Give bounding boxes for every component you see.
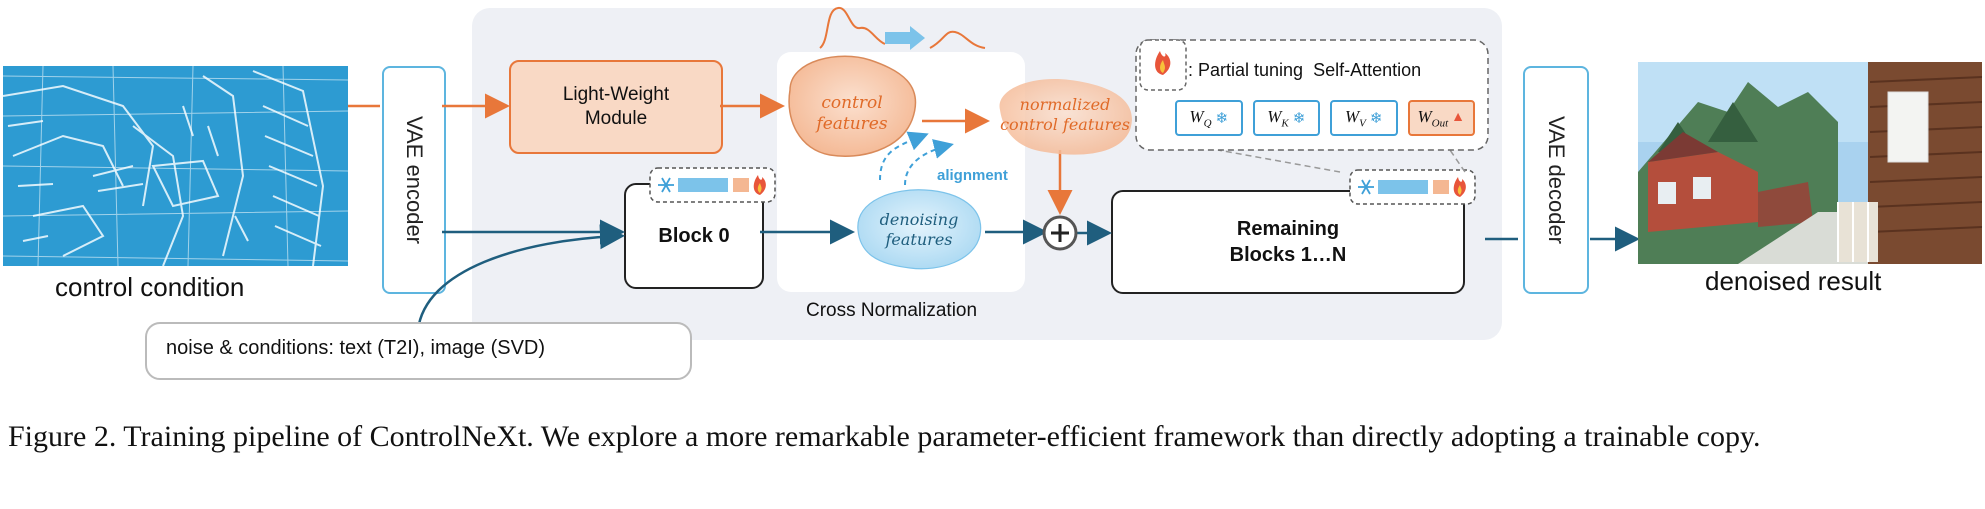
fire-icon [1453,177,1466,197]
legend-label: : Partial tuning Self-Attention [1188,60,1422,80]
control-features-blob [788,55,917,157]
weight-k-sub: K [1281,117,1289,130]
denoised-result-label: denoised result [1705,266,1882,296]
weight-box-q: WQ ❄ [1175,100,1243,136]
snowflake-icon: ❄ [1292,110,1306,127]
control-condition-image [3,66,348,266]
weight-q-main: W [1189,106,1204,126]
normalized-features-line1: normalized [1019,95,1111,114]
control-features-line2: features [816,114,888,134]
denoising-features-label: denoising features [858,210,980,250]
fire-icon [1155,51,1171,75]
weight-k-main: W [1267,106,1282,126]
normalized-features-label: normalized control features [985,95,1145,135]
fire-icon: ▲ [1451,110,1466,125]
remaining-blocks-line1: Remaining [1236,218,1340,240]
cross-normalization-label: Cross Normalization [806,300,978,321]
vae-decoder-label: VAE decoder [1544,115,1569,244]
control-features-line1: control [821,93,883,113]
weight-out-sub: Out [1431,117,1449,130]
snowflake-icon [1358,179,1374,195]
light-weight-module-line1: Light-Weight [562,84,670,105]
weight-box-v: WV ❄ [1330,100,1398,136]
snowflake-icon [658,177,674,193]
remaining-blocks: Remaining Blocks 1…N [1111,190,1465,294]
weight-q-sub: Q [1203,117,1212,130]
denoising-features-line1: denoising [879,210,959,229]
weight-boxes: WQ ❄ WK ❄ WV ❄ WOut ▲ [1175,100,1475,136]
snowflake-icon: ❄ [1369,110,1383,127]
distribution-curve-right [929,30,986,49]
normalized-features-line2: control features [1000,115,1130,134]
arrow-noise-to-block0 [416,224,625,331]
denoising-features-blob [857,189,982,270]
normalized-features-blob [999,79,1132,155]
alignment-label: alignment [937,167,1008,184]
vae-decoder: VAE decoder [1523,66,1589,294]
weight-v-sub: V [1359,117,1366,130]
vae-encoder: VAE encoder [382,66,446,294]
snowflake-icon: ❄ [1215,110,1229,127]
remaining-blocks-line2: Blocks 1…N [1229,244,1347,266]
light-weight-module-line2: Module [584,108,648,129]
weight-v-main: W [1345,106,1360,126]
weight-out-main: W [1417,106,1432,126]
denoising-features-line2: features [885,230,953,249]
arrow-icon [885,26,925,50]
distribution-curve-left [819,7,886,49]
denoised-result-image [1638,62,1982,264]
weight-box-k: WK ❄ [1252,100,1320,136]
control-condition-label: control condition [55,272,245,302]
noise-conditions-label: noise & conditions: text (T2I), image (S… [166,337,546,359]
vae-encoder-label: VAE encoder [402,115,427,244]
weight-box-out: WOut ▲ [1407,100,1475,136]
fire-icon [753,175,766,195]
figure-caption: Figure 2. Training pipeline of ControlNe… [8,420,1761,453]
light-weight-module: Light-Weight Module [509,60,723,154]
plus-icon [1042,215,1078,251]
control-features-label: control features [792,93,912,135]
block-0-label: Block 0 [658,224,730,247]
